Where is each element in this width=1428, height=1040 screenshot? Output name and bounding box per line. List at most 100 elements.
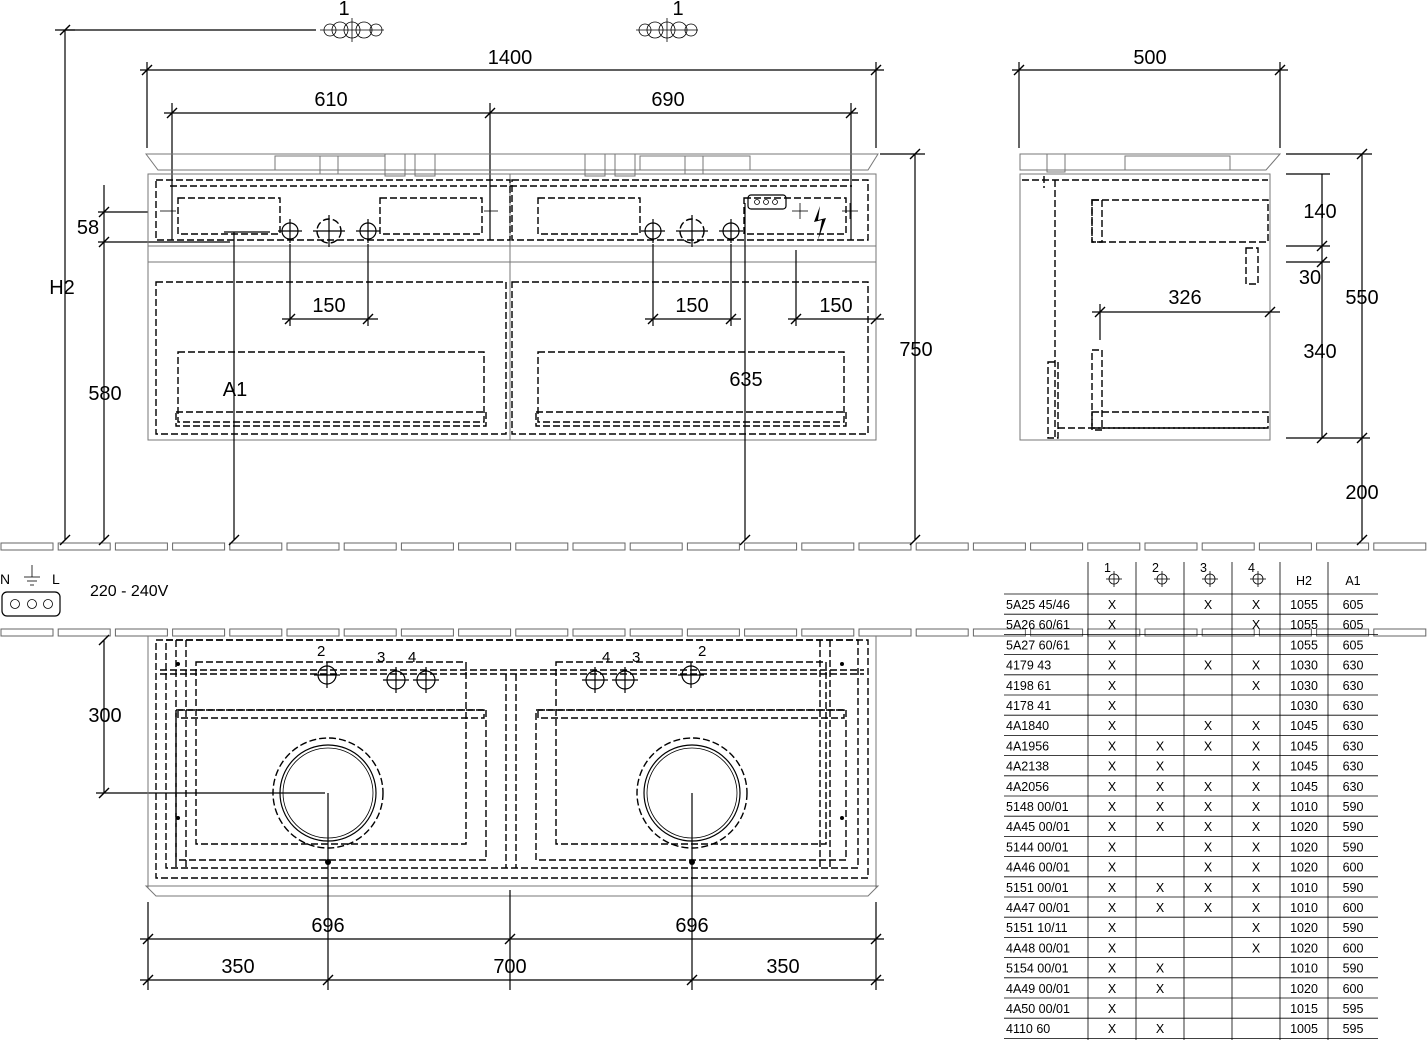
table-cell: X (1252, 901, 1261, 915)
tap-label-right-4: 4 (602, 649, 610, 666)
table-cell: 1030 (1290, 699, 1318, 713)
table-cell-model: 4179 43 (1006, 659, 1051, 673)
table-cell: 1010 (1290, 800, 1318, 814)
table-cell: X (1252, 881, 1261, 895)
top-view: 300 (88, 634, 884, 990)
table-cell: X (1108, 719, 1117, 733)
table-cell: 600 (1343, 901, 1364, 915)
table-cell: 1045 (1290, 760, 1318, 774)
table-cell: X (1108, 820, 1117, 834)
table-cell: X (1108, 739, 1117, 753)
table-cell: X (1252, 598, 1261, 612)
table-cell-model: 5A26 60/61 (1006, 618, 1070, 632)
table-cell: 1020 (1290, 861, 1318, 875)
table-cell: 1045 (1290, 719, 1318, 733)
table-cell: X (1108, 941, 1117, 955)
table-cell: 630 (1343, 659, 1364, 673)
table-cell: 1015 (1290, 1002, 1318, 1016)
table-cell: 600 (1343, 861, 1364, 875)
dim-750: 750 (899, 339, 932, 361)
connector-label-left: 1 (338, 0, 349, 20)
table-cell: X (1252, 739, 1261, 753)
table-cell: 1010 (1290, 881, 1318, 895)
dim-300: 300 (88, 705, 121, 727)
table-cell: X (1252, 941, 1261, 955)
dim-700: 700 (493, 956, 526, 978)
table-cell: X (1108, 861, 1117, 875)
table-cell: X (1156, 962, 1165, 976)
table-cell-model: 4A48 00/01 (1006, 941, 1070, 955)
dim-58: 58 (77, 217, 99, 239)
table-cell-model: 4A50 00/01 (1006, 1002, 1070, 1016)
table-cell: 1020 (1290, 840, 1318, 854)
table-cell: X (1108, 800, 1117, 814)
table-cell: X (1252, 679, 1261, 693)
table-cell-model: 5A27 60/61 (1006, 638, 1070, 652)
table-cell-model: 4A49 00/01 (1006, 982, 1070, 996)
table-cell: 1020 (1290, 921, 1318, 935)
table-cell-model: 5148 00/01 (1006, 800, 1069, 814)
table-cell-model: 4110 60 (1006, 1022, 1050, 1036)
outlet-icon (1, 591, 61, 617)
table-header-4: 4 (1248, 561, 1255, 575)
table-cell: X (1204, 719, 1213, 733)
table-cell-model: 4178 41 (1006, 699, 1051, 713)
table-cell: 605 (1343, 618, 1364, 632)
table-cell: X (1108, 901, 1117, 915)
table-cell-model: 4A46 00/01 (1006, 861, 1070, 875)
dim-200: 200 (1345, 482, 1378, 504)
dim-h2: H2 (49, 277, 75, 299)
table-cell: 595 (1343, 1002, 1364, 1016)
table-cell: 1020 (1290, 820, 1318, 834)
table-cell: X (1108, 760, 1117, 774)
table-header-2: 2 (1152, 561, 1159, 575)
table-cell: X (1252, 840, 1261, 854)
table-cell: 1030 (1290, 679, 1318, 693)
table-cell: X (1108, 982, 1117, 996)
floor-line (0, 542, 1427, 551)
table-cell-model: 4A47 00/01 (1006, 901, 1070, 915)
table-cell: 1005 (1290, 1022, 1318, 1036)
tap-label-left-4: 4 (408, 649, 416, 666)
table-cell: 1055 (1290, 638, 1318, 652)
table-cell: 1045 (1290, 739, 1318, 753)
table-cell: 590 (1343, 921, 1364, 935)
table-cell: 630 (1343, 739, 1364, 753)
socket-icon (747, 194, 787, 210)
table-cell: X (1156, 901, 1165, 915)
table-cell: X (1204, 598, 1213, 612)
table-cell-model: 5144 00/01 (1006, 840, 1069, 854)
table-cell: X (1252, 921, 1261, 935)
table-cell: X (1108, 840, 1117, 854)
dim-1400: 1400 (488, 47, 533, 69)
table-cell: X (1252, 820, 1261, 834)
table-cell-model: 5151 10/11 (1006, 921, 1068, 935)
table-cell: X (1252, 861, 1261, 875)
power-n-label: N (0, 571, 10, 587)
table-cell: X (1252, 618, 1261, 632)
table-cell: 1045 (1290, 780, 1318, 794)
dim-a1: A1 (223, 379, 247, 401)
table-cell: X (1252, 800, 1261, 814)
connector-label-right: 1 (672, 0, 683, 20)
tap-label-left-3: 3 (377, 649, 385, 666)
table-cell: 590 (1343, 840, 1364, 854)
table-cell: X (1108, 618, 1117, 632)
table-cell-model: 4A2138 (1006, 760, 1049, 774)
table-cell: X (1156, 780, 1165, 794)
front-view: 1 1 H2 58 580 1400 610 69 (49, 0, 933, 546)
power-l-label: L (52, 571, 60, 587)
